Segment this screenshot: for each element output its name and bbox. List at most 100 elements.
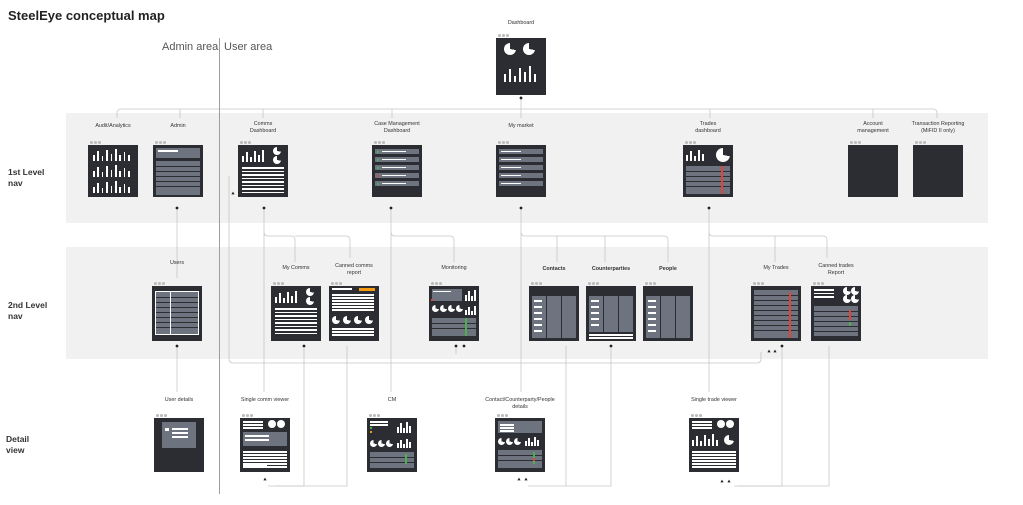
row-line xyxy=(648,324,656,326)
screen-block xyxy=(501,150,521,153)
bar-mark xyxy=(97,151,99,161)
screen-block xyxy=(789,292,791,338)
window-dot-icon xyxy=(159,141,162,144)
screen-my-trades xyxy=(751,281,801,341)
screen-transaction-reporting xyxy=(913,140,963,197)
table-row xyxy=(814,331,858,332)
screen-body xyxy=(586,286,636,341)
screen-body xyxy=(751,286,801,341)
pie-icon xyxy=(273,147,281,155)
bar-mark xyxy=(534,74,536,82)
arrow-icon xyxy=(263,477,267,481)
window-dot-icon xyxy=(242,414,245,417)
row-line xyxy=(332,309,374,311)
window-chrome xyxy=(238,140,288,145)
bar-mark xyxy=(409,426,411,433)
row-line xyxy=(692,460,736,462)
screen-audit xyxy=(88,140,138,197)
screen-block xyxy=(533,458,535,461)
bar-mark xyxy=(110,170,113,177)
window-dot-icon xyxy=(90,141,93,144)
table-row xyxy=(156,181,200,182)
table-row xyxy=(754,310,798,311)
bar-mark xyxy=(123,168,126,177)
window-chrome xyxy=(154,413,204,418)
pie-icon xyxy=(851,295,859,303)
screen-label-admin: Admin xyxy=(170,123,186,129)
row-line xyxy=(243,424,263,426)
bar-mark xyxy=(93,171,95,177)
screen-block xyxy=(589,296,633,332)
row-line xyxy=(591,312,599,314)
screen-block xyxy=(382,158,406,161)
window-chrome xyxy=(586,281,636,286)
screen-block xyxy=(532,296,576,338)
row-line xyxy=(692,463,736,465)
table-row xyxy=(754,295,798,296)
screen-body xyxy=(811,286,861,341)
connector-dot xyxy=(175,206,179,210)
bar-mark xyxy=(702,154,704,161)
row-line xyxy=(591,324,599,326)
screen-body xyxy=(271,286,321,341)
row-line xyxy=(242,177,284,180)
row-line xyxy=(370,421,388,423)
avatar-icon xyxy=(268,420,276,428)
row-line xyxy=(589,337,633,339)
bar-mark xyxy=(262,150,264,162)
row-line xyxy=(332,328,374,330)
bar-mark xyxy=(287,292,289,303)
user-area-label: User area xyxy=(224,41,273,53)
window-dot-icon xyxy=(156,414,159,417)
arrow-icon xyxy=(767,349,771,353)
table-row xyxy=(754,305,798,306)
screen-block xyxy=(465,318,467,336)
bar-mark xyxy=(115,149,117,161)
window-chrome xyxy=(152,281,202,286)
screen-label-people: People xyxy=(659,266,677,272)
window-dot-icon xyxy=(339,282,342,285)
avatar-icon xyxy=(726,420,734,428)
bar-mark xyxy=(468,307,470,315)
bar-mark xyxy=(106,166,108,177)
window-dot-icon xyxy=(596,282,599,285)
row-line xyxy=(243,427,263,429)
row-line xyxy=(275,325,317,328)
row-line xyxy=(275,322,317,324)
window-dot-icon xyxy=(373,414,376,417)
window-dot-icon xyxy=(699,414,702,417)
window-dot-icon xyxy=(331,282,334,285)
area-divider xyxy=(219,38,220,494)
window-dot-icon xyxy=(858,141,861,144)
bar-mark xyxy=(115,181,117,193)
window-dot-icon xyxy=(248,141,251,144)
row-line xyxy=(332,303,374,305)
screen-case-management xyxy=(372,140,422,197)
connector-line xyxy=(295,235,351,258)
arrow-icon xyxy=(524,477,528,481)
pie-icon xyxy=(343,316,351,324)
window-chrome xyxy=(429,281,479,286)
screen-block xyxy=(156,148,200,158)
screen-block xyxy=(618,296,619,332)
screen-block xyxy=(501,166,521,169)
window-chrome xyxy=(643,281,693,286)
screen-admin xyxy=(153,140,203,197)
bar-mark xyxy=(694,156,696,161)
pie-icon xyxy=(332,316,340,324)
screen-label-user-details: User details xyxy=(164,397,194,403)
bar-mark xyxy=(283,298,285,303)
window-chrome xyxy=(240,413,290,418)
screen-body xyxy=(372,145,422,197)
pie-icon xyxy=(504,43,516,55)
screen-block xyxy=(721,166,723,194)
table-row xyxy=(156,312,198,313)
bar-mark xyxy=(465,310,467,315)
window-dot-icon xyxy=(915,141,918,144)
window-dot-icon xyxy=(431,282,434,285)
bar-mark xyxy=(128,171,130,177)
table-row xyxy=(156,176,200,177)
